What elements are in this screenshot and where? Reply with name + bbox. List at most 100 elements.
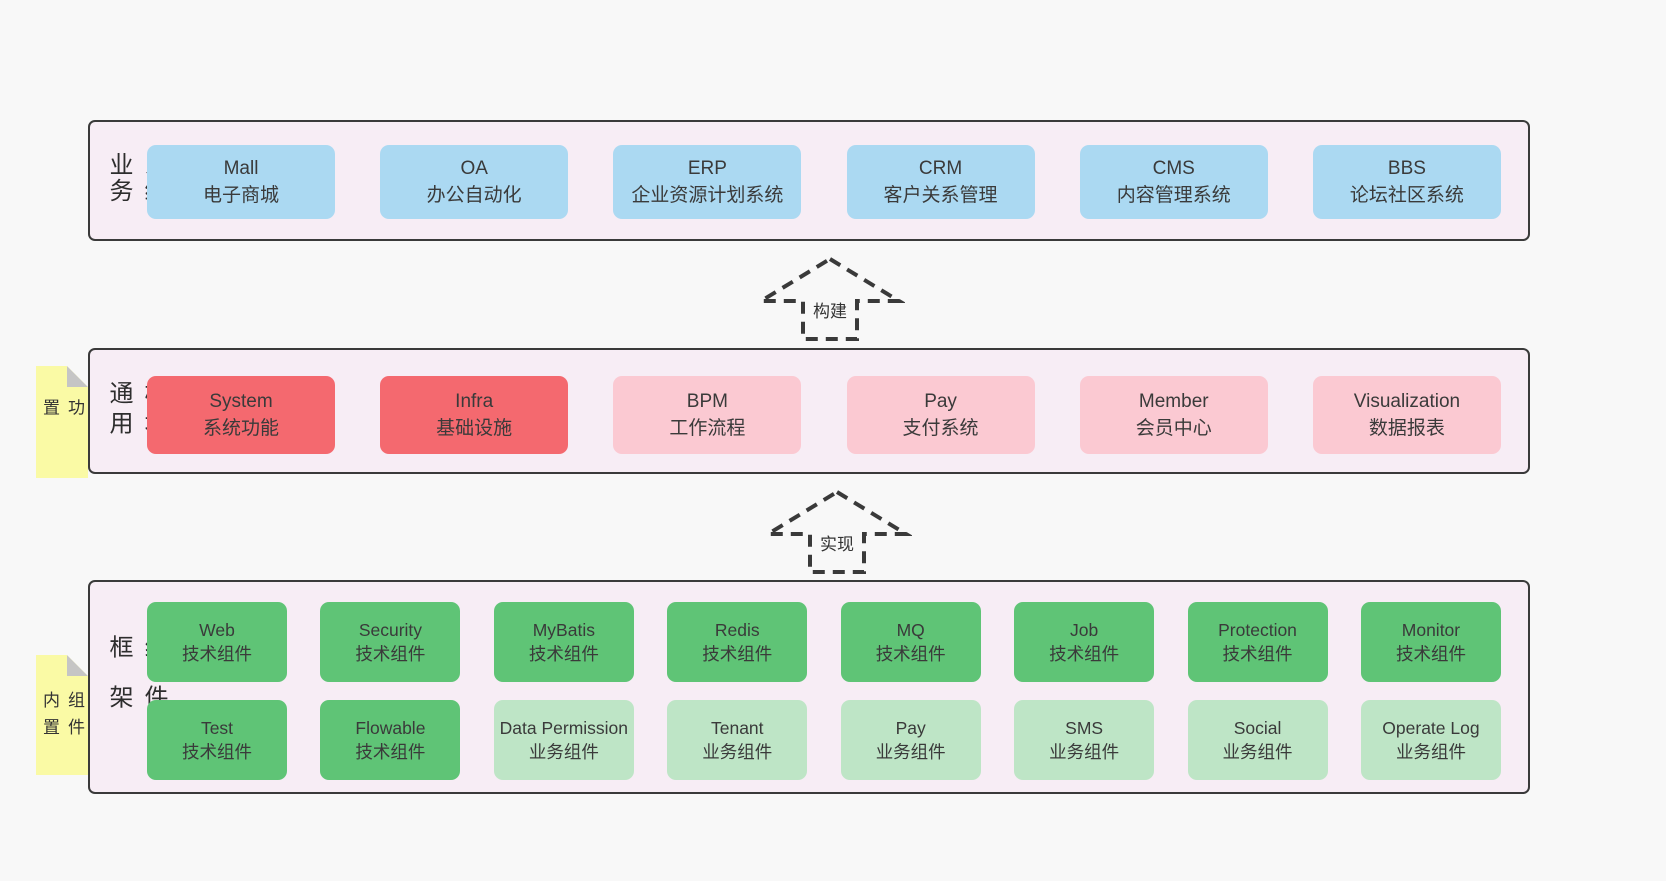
box-title: Infra bbox=[455, 391, 494, 412]
box-title: Data Permission bbox=[499, 718, 629, 738]
box-subtitle: 业务组件 bbox=[702, 742, 773, 762]
box-subtitle: 技术组件 bbox=[1395, 644, 1466, 664]
box-title: Pay bbox=[924, 391, 957, 412]
box-subtitle: 技术组件 bbox=[1049, 644, 1120, 664]
note-fold-icon bbox=[67, 366, 88, 387]
box-mq: MQ 技术组件 bbox=[840, 602, 981, 682]
box-title: MyBatis bbox=[532, 620, 595, 640]
box-mybatis: MyBatis 技术组件 bbox=[493, 602, 634, 682]
box-subtitle: 会员中心 bbox=[1135, 418, 1212, 439]
box-subtitle: 技术组件 bbox=[182, 742, 252, 762]
box-title: Security bbox=[358, 620, 423, 640]
build-arrow-icon: 构建 bbox=[755, 256, 905, 341]
box-member: Member 会员中心 bbox=[1079, 376, 1268, 454]
box-system: System 系统功能 bbox=[147, 376, 335, 454]
box-pay-biz: Pay 业务组件 bbox=[840, 700, 981, 780]
box-subtitle: 技术组件 bbox=[528, 644, 599, 664]
box-title: Tenant bbox=[710, 718, 764, 738]
box-title: Redis bbox=[714, 620, 760, 640]
box-title: SMS bbox=[1065, 718, 1104, 738]
box-tenant: Tenant 业务组件 bbox=[667, 700, 808, 780]
box-title: Test bbox=[200, 718, 234, 738]
box-subtitle: 技术组件 bbox=[1222, 644, 1293, 664]
box-pay: Pay 支付系统 bbox=[846, 376, 1035, 454]
box-subtitle: 办公自动化 bbox=[426, 185, 522, 206]
box-title: Flowable bbox=[355, 718, 426, 738]
box-visualization: Visualization 数据报表 bbox=[1312, 376, 1501, 454]
box-title: Visualization bbox=[1353, 391, 1461, 412]
box-title: OA bbox=[460, 158, 488, 179]
implement-arrow-label: 实现 bbox=[820, 535, 854, 554]
build-arrow-label: 构建 bbox=[813, 302, 847, 321]
box-row: System 系统功能 Infra 基础设施 BPM 工作流程 Pay 支付系统… bbox=[147, 376, 1501, 454]
box-row: Mall 电子商城 OA 办公自动化 ERP 企业资源计划系统 CRM 客户关系… bbox=[147, 145, 1501, 219]
box-subtitle: 系统功能 bbox=[202, 418, 279, 439]
box-title: Social bbox=[1233, 718, 1282, 738]
sticky-note-builtin-features: 内置功能 bbox=[36, 366, 88, 478]
box-data-permission: Data Permission 业务组件 bbox=[493, 700, 634, 780]
box-subtitle: 工作流程 bbox=[669, 418, 746, 439]
section-business-systems: 业务系统 Mall 电子商城 OA 办公自动化 ERP 企业资源计划系统 CRM… bbox=[88, 120, 1530, 241]
box-title: Pay bbox=[895, 718, 926, 738]
box-title: ERP bbox=[687, 158, 727, 179]
box-title: Protection bbox=[1218, 620, 1297, 640]
box-row: Web 技术组件 Security 技术组件 MyBatis 技术组件 Redi… bbox=[147, 602, 1501, 682]
box-subtitle: 内容管理系统 bbox=[1116, 185, 1231, 206]
box-subtitle: 技术组件 bbox=[355, 742, 426, 762]
box-title: CMS bbox=[1152, 158, 1195, 179]
box-job: Job 技术组件 bbox=[1014, 602, 1155, 682]
box-subtitle: 业务组件 bbox=[528, 742, 599, 762]
implement-arrow-icon: 实现 bbox=[762, 489, 912, 574]
note-fold-icon bbox=[67, 655, 88, 676]
box-title: BPM bbox=[686, 391, 728, 412]
box-subtitle: 业务组件 bbox=[875, 742, 946, 762]
box-title: Mall bbox=[223, 158, 259, 179]
box-monitor: Monitor 技术组件 bbox=[1360, 602, 1501, 682]
box-sms: SMS 业务组件 bbox=[1014, 700, 1155, 780]
sticky-note-builtin-components: 内置组件 bbox=[36, 655, 88, 775]
section-framework-components: 框架组件 Web 技术组件 Security 技术组件 MyBatis 技术组件… bbox=[88, 580, 1530, 794]
box-subtitle: 业务组件 bbox=[1222, 742, 1293, 762]
box-security: Security 技术组件 bbox=[320, 602, 461, 682]
box-operate-log: Operate Log 业务组件 bbox=[1360, 700, 1501, 780]
box-protection: Protection 技术组件 bbox=[1187, 602, 1328, 682]
box-subtitle: 支付系统 bbox=[902, 418, 979, 439]
box-erp: ERP 企业资源计划系统 bbox=[613, 145, 802, 219]
box-subtitle: 技术组件 bbox=[182, 644, 252, 664]
box-title: Operate Log bbox=[1382, 718, 1480, 738]
box-infra: Infra 基础设施 bbox=[380, 376, 569, 454]
box-subtitle: 技术组件 bbox=[875, 644, 946, 664]
box-title: Job bbox=[1070, 620, 1099, 640]
box-subtitle: 技术组件 bbox=[355, 644, 426, 664]
box-bbs: BBS 论坛社区系统 bbox=[1312, 145, 1501, 219]
box-title: Member bbox=[1138, 391, 1209, 412]
box-test: Test 技术组件 bbox=[147, 700, 287, 780]
box-crm: CRM 客户关系管理 bbox=[846, 145, 1035, 219]
box-web: Web 技术组件 bbox=[147, 602, 287, 682]
box-subtitle: 技术组件 bbox=[702, 644, 773, 664]
box-title: System bbox=[209, 391, 273, 412]
note-label: 内置组件 bbox=[40, 690, 84, 745]
box-subtitle: 基础设施 bbox=[436, 418, 513, 439]
box-title: MQ bbox=[896, 620, 925, 640]
box-subtitle: 数据报表 bbox=[1368, 418, 1445, 439]
box-oa: OA 办公自动化 bbox=[380, 145, 569, 219]
section-common-modules: 通用模块 System 系统功能 Infra 基础设施 BPM 工作流程 Pay… bbox=[88, 348, 1530, 474]
box-subtitle: 业务组件 bbox=[1049, 742, 1120, 762]
box-title: BBS bbox=[1387, 158, 1426, 179]
box-subtitle: 客户关系管理 bbox=[883, 185, 998, 206]
box-mall: Mall 电子商城 bbox=[147, 145, 335, 219]
box-subtitle: 企业资源计划系统 bbox=[631, 185, 784, 206]
box-row: Test 技术组件 Flowable 技术组件 Data Permission … bbox=[147, 700, 1501, 780]
box-title: Monitor bbox=[1401, 620, 1461, 640]
box-title: CRM bbox=[918, 158, 963, 179]
box-flowable: Flowable 技术组件 bbox=[320, 700, 461, 780]
box-redis: Redis 技术组件 bbox=[667, 602, 808, 682]
box-cms: CMS 内容管理系统 bbox=[1079, 145, 1268, 219]
box-title: Web bbox=[199, 620, 235, 640]
box-subtitle: 论坛社区系统 bbox=[1349, 185, 1464, 206]
box-subtitle: 电子商城 bbox=[202, 185, 279, 206]
box-social: Social 业务组件 bbox=[1187, 700, 1328, 780]
box-subtitle: 业务组件 bbox=[1395, 742, 1466, 762]
